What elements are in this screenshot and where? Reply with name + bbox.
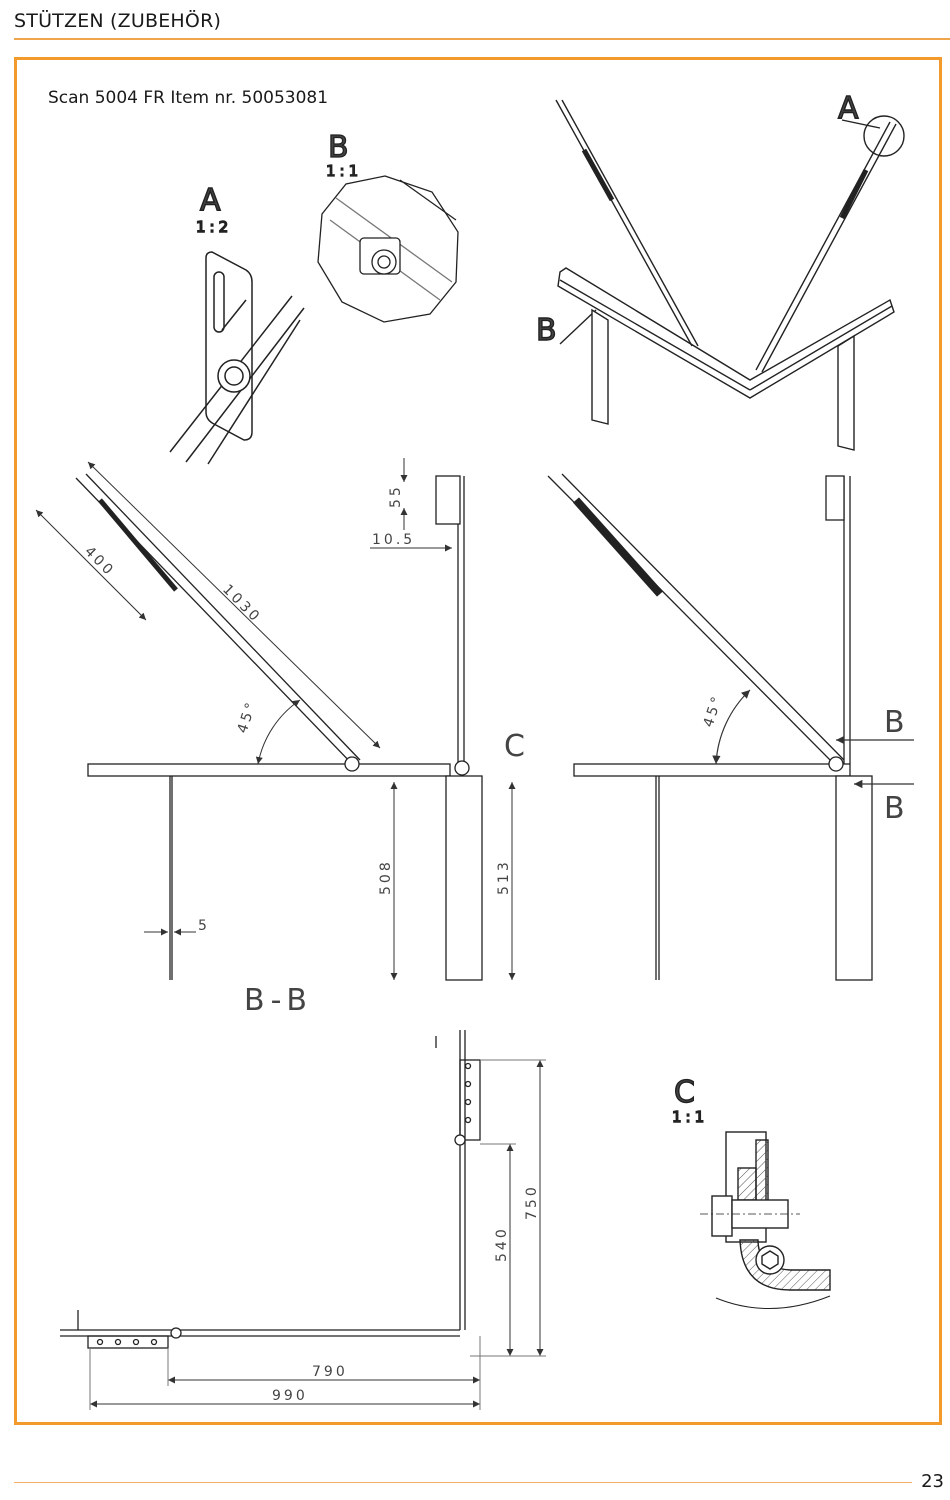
dim-5: 5 — [198, 918, 210, 934]
detail-c-label: C — [674, 1075, 701, 1110]
drawing-frame — [14, 57, 942, 1425]
footer-divider — [14, 1482, 912, 1483]
detail-c-scale: 1:1 — [672, 1108, 708, 1126]
dim-508: 508 — [378, 859, 394, 895]
section-label-bottom: B — [884, 791, 911, 826]
detail-a-label: A — [200, 183, 227, 218]
detail-a-view: A 1:2 — [169, 182, 305, 465]
detail-c-view: C 1:1 — [671, 1074, 831, 1309]
section-title: B-B — [244, 983, 313, 1018]
page-number: 23 — [921, 1471, 944, 1492]
dim-790: 790 — [312, 1364, 348, 1380]
side-view-right — [547, 473, 873, 981]
dim-angle-right: 45° — [701, 692, 727, 729]
drawing-caption: Scan 5004 FR Item nr. 50053081 — [48, 88, 329, 108]
view-label-b: B — [536, 313, 563, 348]
dim-540: 540 — [494, 1226, 510, 1262]
detail-a-scale: 1:2 — [196, 218, 232, 236]
dim-55: 55 — [388, 484, 404, 508]
dim-angle-left: 45° — [235, 698, 261, 735]
detail-b-label: B — [328, 130, 355, 165]
dim-400: 400 — [81, 544, 118, 581]
view-label-a: A — [838, 91, 865, 126]
section-markers — [712, 689, 914, 789]
detail-b-scale: 1:1 — [326, 162, 362, 180]
dim-10-5: 10.5 — [372, 532, 415, 548]
dimension-lines-section — [89, 1059, 546, 1410]
side-view-left — [75, 473, 483, 981]
detail-b-view: B 1:1 — [317, 129, 459, 323]
header-divider — [14, 38, 950, 40]
section-bb-view — [60, 1030, 481, 1349]
dim-990: 990 — [272, 1388, 308, 1404]
page-title: STÜTZEN (ZUBEHÖR) — [14, 10, 222, 32]
section-label-top: B — [884, 705, 911, 740]
dimension-lines-left — [35, 458, 516, 980]
dim-750: 750 — [524, 1184, 540, 1220]
dim-513: 513 — [496, 859, 512, 895]
view-label-c: C — [504, 729, 531, 764]
perspective-view: A B — [535, 90, 905, 451]
